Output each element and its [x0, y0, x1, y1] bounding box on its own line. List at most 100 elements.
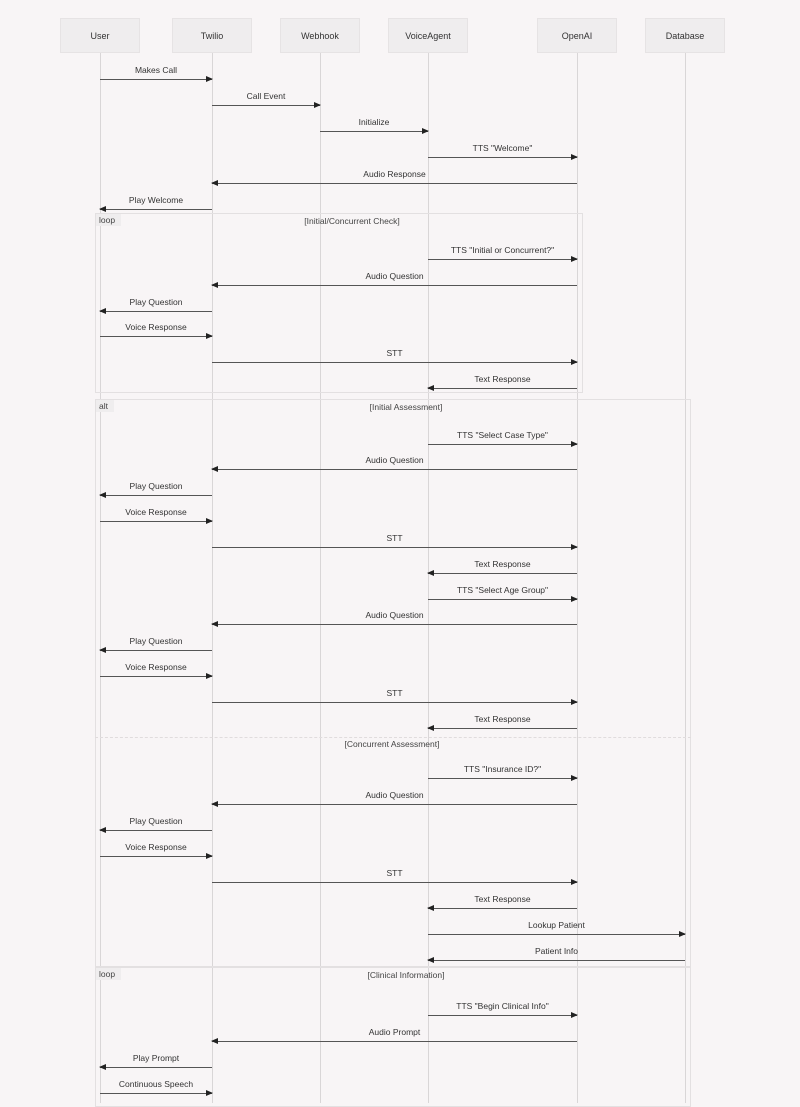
message-label: TTS "Begin Clinical Info" [456, 1001, 549, 1011]
arrowhead-icon [99, 492, 106, 498]
actor-webhook: Webhook [280, 18, 360, 53]
arrowhead-icon [571, 441, 578, 447]
message-arrow [212, 544, 578, 550]
message-label: Audio Prompt [368, 1027, 421, 1037]
message-arrow [99, 647, 212, 653]
message-label: Voice Response [125, 842, 187, 852]
message-label: TTS "Select Age Group" [456, 585, 549, 595]
arrowhead-icon [422, 128, 429, 134]
message-label: Play Question [129, 636, 183, 646]
message-arrow [211, 621, 577, 627]
message-label: Play Question [129, 481, 183, 491]
message-label: Text Response [474, 374, 531, 384]
arrowhead-icon [427, 570, 434, 576]
actor-label: VoiceAgent [405, 30, 451, 41]
message-arrow [212, 359, 578, 365]
arrowhead-icon [211, 282, 218, 288]
message-arrow [212, 102, 321, 108]
message-label: Text Response [474, 714, 531, 724]
actor-label: Twilio [200, 30, 224, 41]
arrowhead-icon [99, 206, 106, 212]
message-label: Lookup Patient [528, 920, 585, 930]
arrowhead-icon [206, 673, 213, 679]
lifeline-user [100, 53, 101, 1103]
arrowhead-icon [99, 827, 106, 833]
actor-voiceagent: VoiceAgent [388, 18, 468, 53]
message-arrow [100, 673, 213, 679]
arrowhead-icon [571, 1012, 578, 1018]
message-arrow [211, 180, 577, 186]
message-label: Text Response [474, 894, 531, 904]
arrowhead-icon [571, 879, 578, 885]
arrowhead-icon [211, 1038, 218, 1044]
lifeline-database [685, 53, 686, 1103]
arrowhead-icon [427, 725, 434, 731]
lifeline-twilio [212, 53, 213, 1103]
arrowhead-icon [206, 333, 213, 339]
frame-tag: loop [96, 214, 122, 226]
frame-condition: [Initial Assessment] [369, 402, 443, 412]
message-arrow [428, 775, 578, 781]
message-arrow [99, 827, 212, 833]
arrowhead-icon [571, 699, 578, 705]
message-label: STT [386, 348, 403, 358]
arrowhead-icon [99, 647, 106, 653]
message-label: TTS "Insurance ID?" [463, 764, 542, 774]
alt-else-divider [95, 737, 691, 738]
actor-label: Webhook [301, 30, 339, 41]
message-label: TTS "Welcome" [472, 143, 533, 153]
message-arrow [428, 931, 686, 937]
message-label: Play Question [129, 297, 183, 307]
arrowhead-icon [679, 931, 686, 937]
message-label: Audio Response [363, 169, 426, 179]
message-label: Audio Question [365, 790, 424, 800]
arrowhead-icon [211, 180, 218, 186]
arrowhead-icon [571, 359, 578, 365]
arrowhead-icon [571, 596, 578, 602]
message-arrow [100, 76, 213, 82]
message-arrow [212, 699, 578, 705]
lifeline-webhook [320, 53, 321, 1103]
lifeline-openai [577, 53, 578, 1103]
message-label: Audio Question [365, 271, 424, 281]
message-label: Makes Call [134, 65, 178, 75]
message-arrow [427, 725, 577, 731]
alt-else-condition: [Concurrent Assessment] [344, 739, 440, 749]
message-arrow [427, 385, 577, 391]
message-label: Continuous Speech [118, 1079, 194, 1089]
message-arrow [428, 154, 578, 160]
arrowhead-icon [571, 154, 578, 160]
arrowhead-icon [427, 905, 434, 911]
arrowhead-icon [427, 957, 434, 963]
frame-condition: [Clinical Information] [367, 970, 445, 980]
message-arrow [100, 853, 213, 859]
actor-user: User [60, 18, 140, 53]
message-arrow [99, 1064, 212, 1070]
message-arrow [428, 441, 578, 447]
arrowhead-icon [427, 385, 434, 391]
arrowhead-icon [211, 621, 218, 627]
arrowhead-icon [314, 102, 321, 108]
arrowhead-icon [211, 466, 218, 472]
arrowhead-icon [99, 308, 106, 314]
actor-label: Database [665, 30, 705, 41]
actor-openai: OpenAI [537, 18, 617, 53]
message-label: Play Prompt [132, 1053, 180, 1063]
message-arrow [211, 801, 577, 807]
alt-frame: alt [95, 399, 691, 967]
arrowhead-icon [571, 775, 578, 781]
arrowhead-icon [206, 853, 213, 859]
message-arrow [212, 879, 578, 885]
message-label: Voice Response [125, 662, 187, 672]
message-arrow [100, 1090, 213, 1096]
arrowhead-icon [211, 801, 218, 807]
message-label: Voice Response [125, 322, 187, 332]
message-label: Play Welcome [128, 195, 184, 205]
message-label: TTS "Select Case Type" [457, 430, 548, 440]
message-label: Text Response [474, 559, 531, 569]
message-label: Voice Response [125, 507, 187, 517]
message-arrow [427, 957, 685, 963]
frame-tag: loop [96, 968, 122, 980]
actor-label: OpenAI [561, 30, 593, 41]
message-arrow [211, 282, 577, 288]
